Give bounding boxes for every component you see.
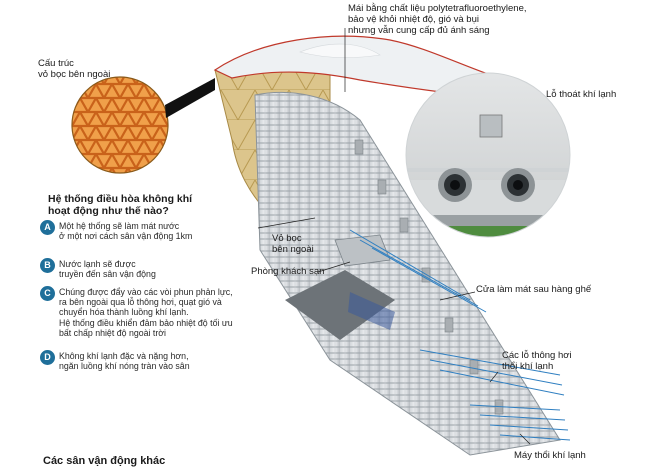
step-b: B Nước lạnh sẽ được truyền đến sân vận đ… xyxy=(40,258,275,288)
vent-photo xyxy=(405,72,571,238)
badge-b: B xyxy=(40,258,55,273)
outer-shell-label: Vỏ bọc bên ngoài xyxy=(272,233,314,255)
hotel-room-label: Phòng khách sạn xyxy=(251,266,325,277)
badge-a: A xyxy=(40,220,55,235)
blower-label: Máy thổi khí lạnh xyxy=(514,450,586,461)
step-a: A Một hệ thống sẽ làm mát nước ở một nơi… xyxy=(40,220,275,250)
lattice-detail xyxy=(71,76,215,174)
badge-c: C xyxy=(40,286,55,301)
step-d-text: Không khí lạnh đặc và nặng hơn, ngăn luồ… xyxy=(59,351,190,372)
rear-cooling-vents-label: Cửa làm mát sau hàng ghế xyxy=(476,284,592,295)
step-c-text: Chúng được đẩy vào các vòi phun phản lực… xyxy=(59,287,233,338)
step-d: D Không khí lạnh đặc và nặng hơn, ngăn l… xyxy=(40,350,275,380)
badge-d: D xyxy=(40,350,55,365)
step-c: C Chúng được đẩy vào các vòi phun phản l… xyxy=(40,286,275,346)
roof-material-label: Mái bằng chất liệu polytetrafluoroethyle… xyxy=(348,3,527,36)
step-a-text: Một hệ thống sẽ làm mát nước ở một nơi c… xyxy=(59,221,193,242)
other-stadiums-heading: Các sân vận động khác xyxy=(43,455,166,467)
stand-section xyxy=(254,91,561,456)
question-title: Hệ thống điều hòa không khí hoạt động nh… xyxy=(48,193,193,217)
outer-structure-label: Cấu trúc vỏ bọc bên ngoài xyxy=(38,58,111,80)
cold-air-exit-label: Lỗ thoát khí lạnh xyxy=(546,89,617,100)
blow-vents-label: Các lỗ thông hơi thổi khí lạnh xyxy=(502,350,572,372)
airflow-lines xyxy=(349,229,571,441)
step-b-text: Nước lạnh sẽ được truyền đến sân vận độn… xyxy=(59,259,156,280)
